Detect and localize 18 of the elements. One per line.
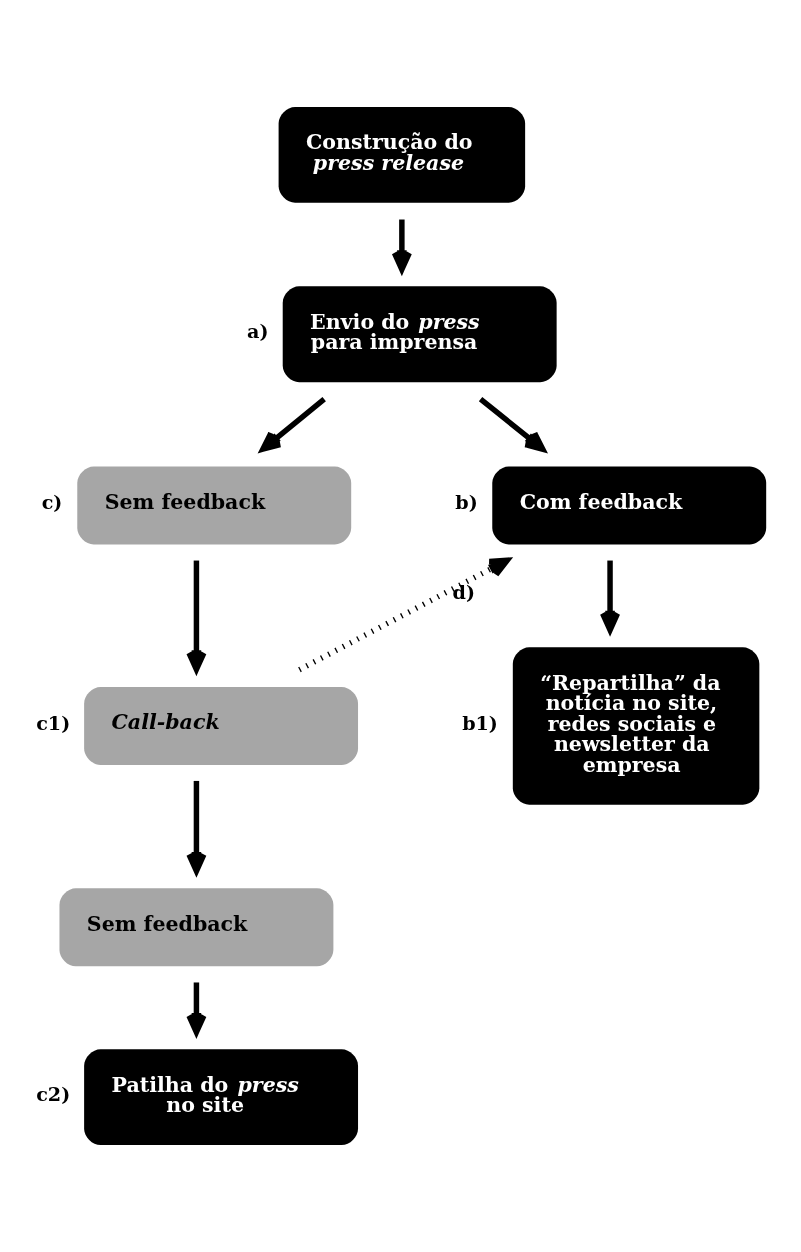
node-box: Call-back [84,686,359,765]
arrow [260,396,326,452]
node-label: b) [455,491,478,515]
node-label: c1) [36,711,71,735]
node-box: Patilha do press no site [84,1049,359,1146]
edge-label: d) [452,580,476,604]
node-box: “Repartilha” da notícia no site, redes sociais e newsletter da empresa [512,647,760,805]
node-label: c2) [36,1082,71,1106]
node-label: a) [247,319,269,343]
node-box: Envio do press para imprensa [282,286,557,383]
node-box: Sem feedback [77,466,352,545]
node-label: b1) [462,711,498,735]
node-box: Com feedback [492,466,767,545]
arrow [478,396,546,452]
node-box: Construção do press release [278,106,526,203]
node-label: c) [41,491,63,515]
arrow [298,557,510,673]
node-box: Sem feedback [59,888,334,967]
